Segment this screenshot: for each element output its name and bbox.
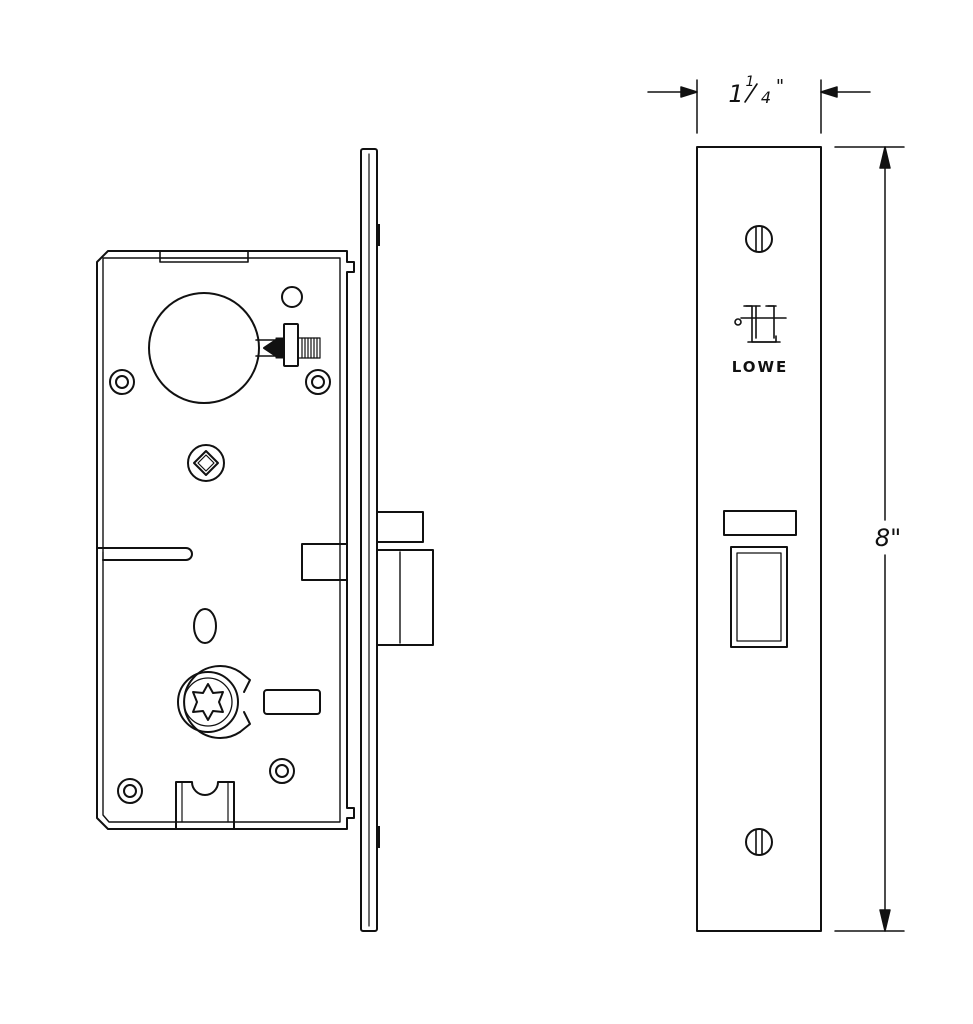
front-latch-bolt [730, 546, 788, 648]
deadlatch-guard [376, 511, 424, 543]
cylinder-hole [148, 292, 260, 404]
mount-screw-top-left [109, 369, 135, 395]
mount-screw-top-right [305, 369, 331, 395]
svg-text:": " [776, 76, 784, 97]
faceplate-screw-bottom [745, 828, 773, 856]
lock-case [96, 250, 355, 830]
latch-bolt [376, 549, 434, 646]
mount-screw-bottom-left [117, 778, 143, 804]
set-screw [283, 323, 299, 367]
brand-label: LOWE [732, 358, 789, 376]
faceplate [696, 146, 822, 932]
front-deadlatch [723, 510, 797, 536]
lock-side-view [96, 148, 434, 932]
lh-monogram-icon [734, 305, 787, 343]
svg-text:1: 1 [728, 80, 743, 108]
height-dimension-label: 8" [875, 524, 901, 552]
oval-hole [193, 608, 217, 644]
width-dimension-label: 1 1 4 " [728, 74, 784, 108]
stop-button-slot [263, 689, 321, 715]
star-hub [177, 665, 251, 739]
bottom-notch [175, 781, 235, 830]
faceplate-screw-top [745, 225, 773, 253]
faceplate-front-view: LOWE [696, 146, 822, 932]
square-hub [187, 444, 225, 482]
mount-screw-bottom-right [269, 758, 295, 784]
svg-text:1: 1 [746, 74, 755, 90]
height-dimension [834, 146, 905, 932]
width-dimension [647, 79, 871, 134]
case-slot [96, 547, 193, 561]
svg-text:4: 4 [761, 88, 771, 107]
